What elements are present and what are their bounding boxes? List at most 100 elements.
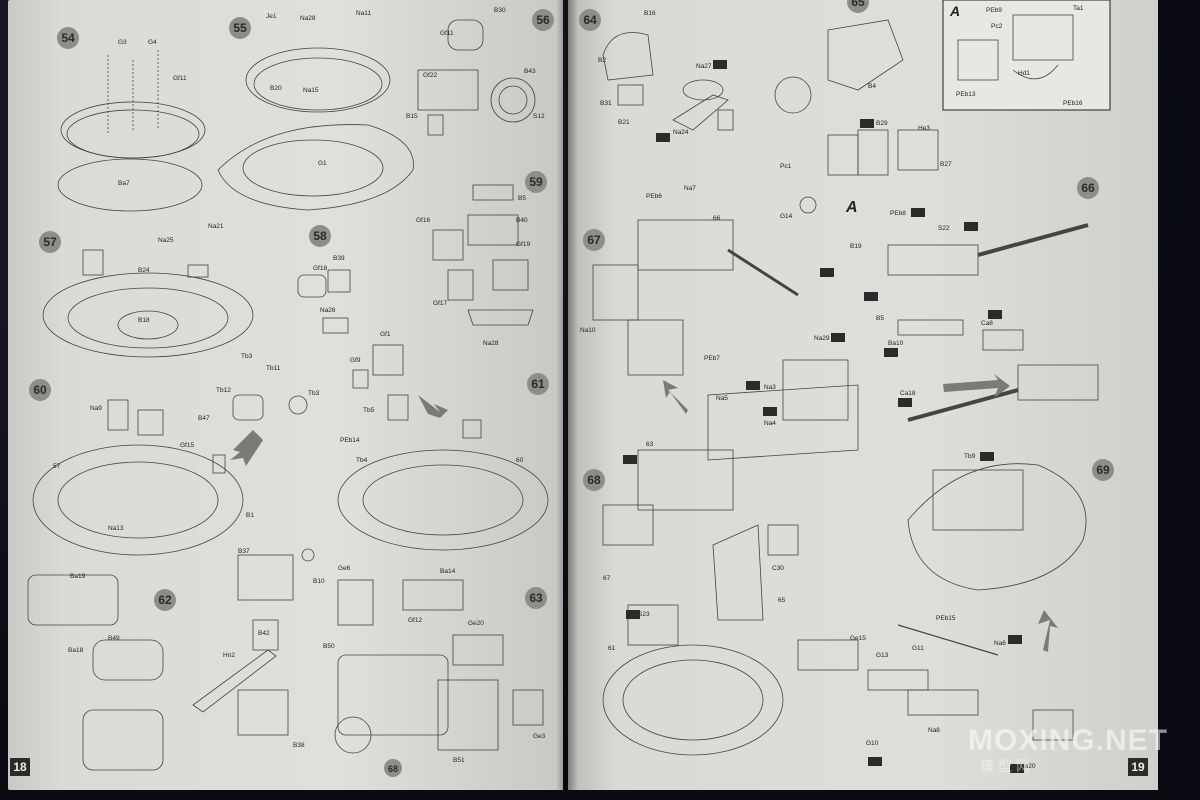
svg-text:PEb9: PEb9 bbox=[986, 7, 1002, 14]
left-page: 54 55 56 57 58 59 60 61 62 63 bbox=[8, 0, 563, 790]
part-label: Ba7 bbox=[118, 180, 130, 187]
part-label: B5 bbox=[518, 195, 526, 202]
page-number-right: 19 bbox=[1128, 758, 1148, 776]
part-label: Gf19 bbox=[516, 241, 530, 248]
part-label: Na11 bbox=[356, 10, 371, 17]
svg-text:G10: G10 bbox=[866, 740, 879, 747]
part-label: Na13 bbox=[108, 525, 124, 532]
part-labels: G3 G4 Gf11 Ba7 Je1 Na28 Na11 B20 Na15 G1… bbox=[53, 7, 546, 764]
svg-text:B21: B21 bbox=[618, 119, 630, 126]
part-label: Ge6 bbox=[338, 565, 351, 572]
svg-text:61: 61 bbox=[608, 645, 616, 652]
part-label: B10 bbox=[313, 578, 325, 585]
turret-ring-bottom bbox=[57, 158, 203, 212]
part-label: Na28 bbox=[483, 340, 499, 347]
svg-text:G13: G13 bbox=[876, 652, 889, 659]
svg-text:Ba10: Ba10 bbox=[888, 340, 904, 347]
part-label: Tb3 bbox=[308, 390, 320, 397]
part-label: Ba18 bbox=[68, 647, 84, 654]
step-68: 68 bbox=[587, 473, 601, 487]
part-label: Gf11 bbox=[440, 30, 454, 37]
svg-text:PEb8: PEb8 bbox=[890, 210, 906, 217]
step-57: 57 bbox=[43, 235, 57, 249]
step-markers: 54 55 56 57 58 59 60 61 62 63 bbox=[29, 9, 554, 611]
part-label: Je1 bbox=[266, 13, 277, 20]
part-label: Ba14 bbox=[440, 568, 456, 575]
svg-text:Na4: Na4 bbox=[764, 420, 776, 427]
right-page-diagrams: 64 65 66 67 68 69 A PEb9 Pc2 Ta1 Hd1 PEb… bbox=[579, 0, 1114, 773]
svg-text:PEb13: PEb13 bbox=[956, 91, 976, 98]
reference-circle-68: 68 bbox=[384, 759, 402, 777]
inset-a-label: A bbox=[949, 3, 960, 19]
part-label: B42 bbox=[258, 630, 270, 637]
step-54: 54 bbox=[61, 31, 75, 45]
svg-text:Na27: Na27 bbox=[696, 63, 712, 70]
part-label: B20 bbox=[270, 85, 282, 92]
svg-text:67: 67 bbox=[603, 575, 611, 582]
svg-text:Tb9: Tb9 bbox=[964, 453, 976, 460]
svg-text:PEb6: PEb6 bbox=[646, 193, 662, 200]
svg-text:Na3: Na3 bbox=[764, 384, 776, 391]
part-label: B15 bbox=[406, 113, 418, 120]
svg-text:Na10: Na10 bbox=[580, 327, 596, 334]
svg-text:66: 66 bbox=[713, 215, 721, 222]
svg-text:B4: B4 bbox=[868, 83, 876, 90]
svg-text:G11: G11 bbox=[912, 645, 924, 652]
svg-text:B19: B19 bbox=[850, 243, 862, 250]
svg-text:Ta1: Ta1 bbox=[1073, 5, 1084, 12]
part-label: Tb3 bbox=[241, 353, 253, 360]
svg-text:Pc1: Pc1 bbox=[780, 163, 792, 170]
svg-text:65: 65 bbox=[778, 597, 786, 604]
part-label: Na21 bbox=[208, 223, 224, 230]
part-label: B38 bbox=[293, 742, 305, 749]
paint-tags bbox=[623, 60, 1024, 773]
part-label: Gf18 bbox=[313, 265, 327, 272]
part-label: Na26 bbox=[320, 307, 336, 314]
part-label: G4 bbox=[148, 39, 157, 46]
part-label: B18 bbox=[138, 317, 150, 324]
part-label: G1 bbox=[318, 160, 327, 167]
step-64: 64 bbox=[583, 13, 597, 27]
svg-text:S23: S23 bbox=[638, 611, 650, 618]
part-label: Tb11 bbox=[266, 365, 281, 372]
part-label: Gf17 bbox=[433, 300, 447, 307]
step-58: 58 bbox=[313, 229, 327, 243]
svg-text:Na8: Na8 bbox=[928, 727, 940, 734]
part-label: Na28 bbox=[300, 15, 316, 22]
step-63: 63 bbox=[529, 591, 543, 605]
part-label: Ba19 bbox=[70, 573, 86, 580]
part-label: PEb14 bbox=[340, 437, 360, 444]
step-65: 65 bbox=[851, 0, 865, 9]
right-step-markers: 64 65 66 67 68 69 bbox=[579, 0, 1114, 491]
part-label: B39 bbox=[333, 255, 345, 262]
svg-text:G14: G14 bbox=[780, 213, 793, 220]
part-label: B1 bbox=[246, 512, 254, 519]
arrow-right bbox=[943, 374, 1010, 398]
callout-a: A bbox=[845, 199, 858, 216]
right-part-labels: B16 B2 B31 B21 Na27 Na24 B4 B29 Pc1 G14 … bbox=[580, 10, 1036, 770]
arrow-up-left bbox=[663, 380, 688, 414]
svg-text:Ge15: Ge15 bbox=[850, 635, 866, 642]
svg-text:PEb15: PEb15 bbox=[936, 615, 956, 622]
step-61: 61 bbox=[531, 377, 545, 391]
watermark: MOXING.NET bbox=[968, 724, 1169, 757]
part-label: B24 bbox=[138, 267, 150, 274]
svg-text:C30: C30 bbox=[772, 565, 784, 572]
svg-text:Na5: Na5 bbox=[716, 395, 728, 402]
svg-text:B31: B31 bbox=[600, 100, 612, 107]
step-62: 62 bbox=[158, 593, 172, 607]
right-page: 64 65 66 67 68 69 A PEb9 Pc2 Ta1 Hd1 PEb… bbox=[568, 0, 1158, 790]
book-gutter-shadow bbox=[556, 0, 578, 790]
part-label: Gf11 bbox=[173, 75, 187, 82]
part-label: Na15 bbox=[303, 87, 319, 94]
svg-text:Hd1: Hd1 bbox=[1018, 70, 1030, 77]
step-56: 56 bbox=[536, 13, 550, 27]
part-label: G3 bbox=[118, 39, 127, 46]
step-67: 67 bbox=[587, 233, 601, 247]
svg-text:Na24: Na24 bbox=[673, 129, 689, 136]
part-label: B37 bbox=[238, 548, 250, 555]
svg-text:PEb16: PEb16 bbox=[1063, 100, 1083, 107]
svg-text:Ca8: Ca8 bbox=[981, 320, 993, 327]
svg-text:Na29: Na29 bbox=[814, 335, 830, 342]
